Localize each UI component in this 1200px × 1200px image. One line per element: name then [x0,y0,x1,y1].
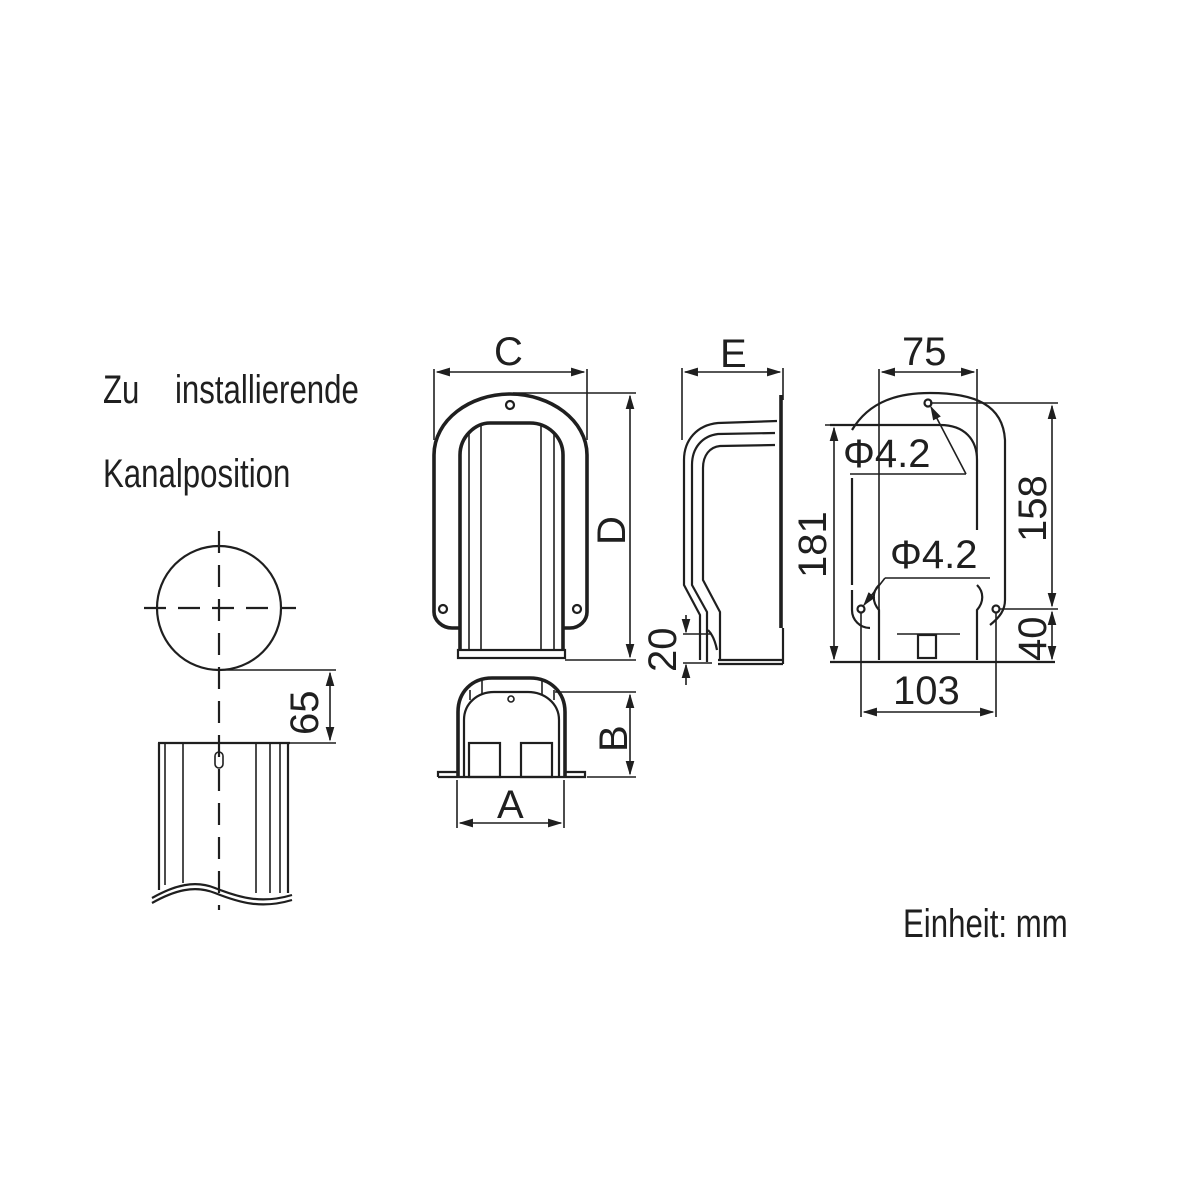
dim-hole-diameter-bottom: Φ4.2 [890,533,978,577]
dim-side-depth: E [720,332,747,376]
dim-hole-vertical: 158 [1011,475,1055,542]
dim-hole-diameter-top: Φ4.2 [843,432,931,476]
dim-bottom-hole-height: 40 [1011,617,1055,662]
side-view: E 20 [641,332,785,685]
heading-line-1-word-1: Zu [103,368,140,412]
dim-side-step: 20 [641,628,685,673]
heading-line-1-word-2: installierende [175,368,359,412]
dim-front-width: C [494,330,523,374]
dim-pipe-offset: 65 [283,691,327,736]
bottom-view: B A [436,676,636,828]
unit-note: Einheit: mm [903,902,1068,946]
dim-bottom-width: A [497,783,524,827]
dim-bottom-hole-spacing: 103 [893,669,960,713]
dim-total-height: 181 [791,511,835,578]
dim-hole-spacing-top: 75 [902,330,947,374]
front-view: C D [432,330,636,661]
pipe-position-view: 65 [144,531,336,910]
dim-bottom-depth: B [592,725,636,752]
dim-front-height: D [590,516,634,545]
heading-line-2: Kanalposition [103,452,291,496]
back-view: 75 Φ4.2 Φ4.2 181 158 40 [791,330,1058,717]
